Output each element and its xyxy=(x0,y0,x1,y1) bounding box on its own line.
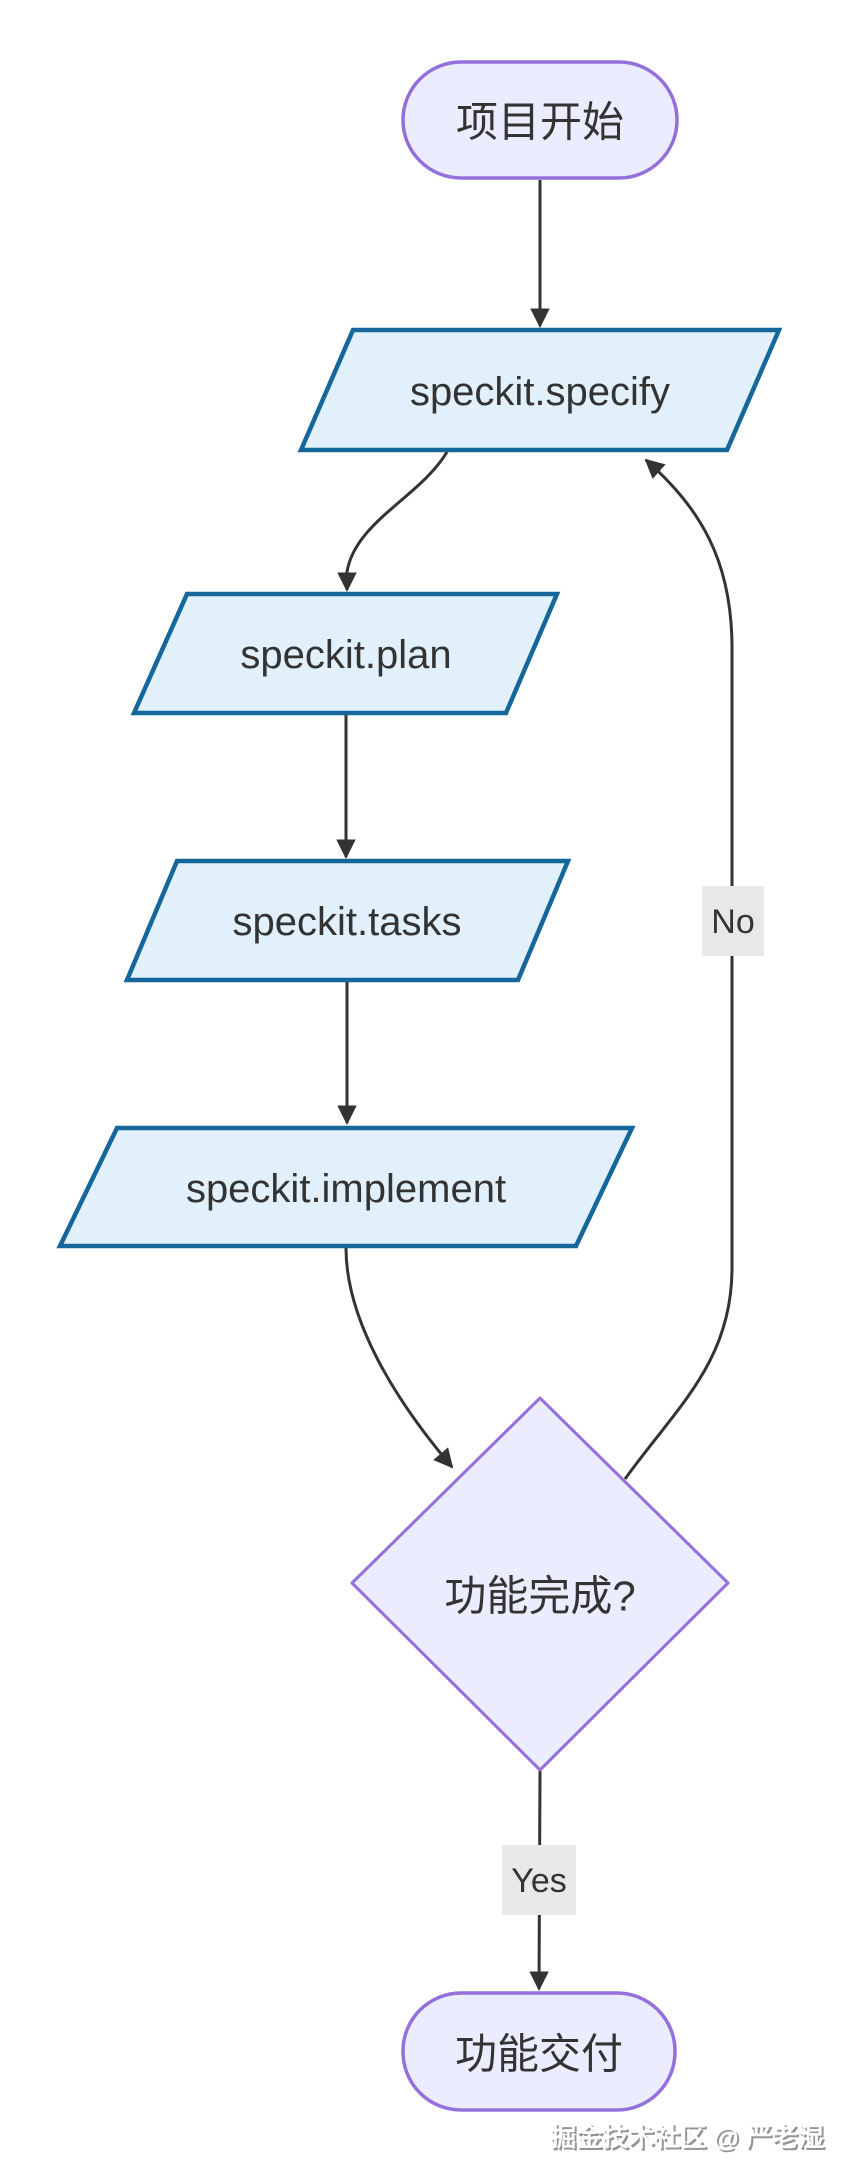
node-plan: speckit.plan xyxy=(130,591,561,716)
edge-label-yes: Yes xyxy=(502,1845,576,1915)
edge-specify-to-plan xyxy=(337,451,449,592)
watermark: 掘金技术社区 @ 严老湿 掘金技术社区 @ 严老湿 xyxy=(550,2122,826,2154)
edge-implement-to-decision xyxy=(344,1247,454,1469)
node-start-shape xyxy=(401,60,679,180)
node-decision: 功能完成? xyxy=(350,1396,730,1772)
node-deliver-shape xyxy=(401,1991,677,2112)
edge-label-no: No xyxy=(702,886,764,956)
edge-label-no-text: No xyxy=(711,903,754,941)
node-deliver: 功能交付 xyxy=(401,1991,677,2112)
node-implement: speckit.implement xyxy=(56,1125,636,1249)
node-deliver-label: 功能交付 xyxy=(455,2031,623,2078)
edge-label-yes-text: Yes xyxy=(511,1862,566,1900)
watermark-shadow-text: 掘金技术社区 @ 严老湿 xyxy=(552,2124,826,2154)
node-decision-shape xyxy=(350,1396,730,1772)
node-start-label: 项目开始 xyxy=(456,99,624,146)
node-plan-label: speckit.plan xyxy=(240,633,451,677)
edge-label-no-bg xyxy=(702,886,764,956)
node-start: 项目开始 xyxy=(401,60,679,180)
node-plan-shape xyxy=(130,591,561,716)
node-tasks-label: speckit.tasks xyxy=(233,900,462,944)
node-specify: speckit.specify xyxy=(297,327,783,453)
node-specify-label: speckit.specify xyxy=(410,370,670,414)
edge-label-yes-bg xyxy=(502,1845,576,1915)
node-specify-shape xyxy=(297,327,783,453)
node-implement-label: speckit.implement xyxy=(186,1167,506,1211)
node-tasks-shape xyxy=(123,858,572,983)
edge-decision-no-to-specify xyxy=(623,458,734,1480)
watermark-text: 掘金技术社区 @ 严老湿 xyxy=(550,2122,824,2152)
node-decision-label: 功能完成? xyxy=(444,1573,635,1620)
node-tasks: speckit.tasks xyxy=(123,858,572,983)
node-implement-shape xyxy=(56,1125,636,1249)
